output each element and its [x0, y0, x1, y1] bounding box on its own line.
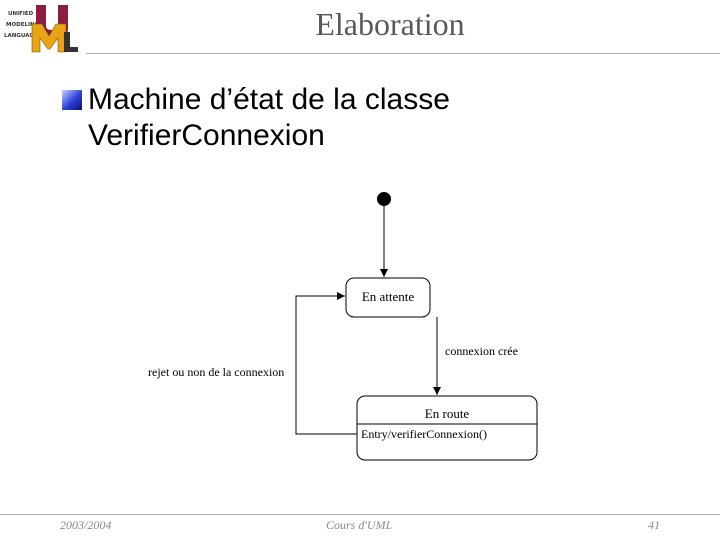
- footer-year: 2003/2004: [60, 518, 112, 532]
- state-en-route: En route Entry/verifierConnexion(): [356, 395, 538, 461]
- state-en-route-entry-action: Entry/verifierConnexion(): [361, 427, 487, 441]
- slide-title: Elaboration: [315, 6, 465, 42]
- bullet-text: Machine d’état de la classe VerifierConn…: [88, 83, 450, 152]
- bullet-square-icon: [62, 90, 82, 110]
- footer-page-number: 41: [648, 518, 660, 532]
- state-en-route-label: En route: [425, 406, 470, 421]
- transition-rejet-label: rejet ou non de la connexion: [148, 365, 284, 379]
- initial-state: [377, 192, 391, 206]
- uml-logo: UNIFIED MODELING LANGUAGE: [4, 5, 78, 53]
- logo-line-2: MODELING: [6, 22, 40, 28]
- state-en-attente-label: En attente: [362, 289, 415, 304]
- state-en-attente: En attente: [345, 277, 431, 318]
- logo-line-1: UNIFIED: [8, 11, 34, 17]
- title-divider: [86, 53, 720, 54]
- footer-course: Cours d'UML: [326, 518, 393, 532]
- logo-letter-l: [64, 32, 78, 52]
- footer-divider: [0, 514, 720, 515]
- logo-line-3: LANGUAGE: [4, 33, 38, 39]
- logo-letter-m: [31, 23, 67, 53]
- transition-connexion-cree-label: connexion crée: [445, 344, 518, 358]
- transition-rejet: [295, 292, 357, 435]
